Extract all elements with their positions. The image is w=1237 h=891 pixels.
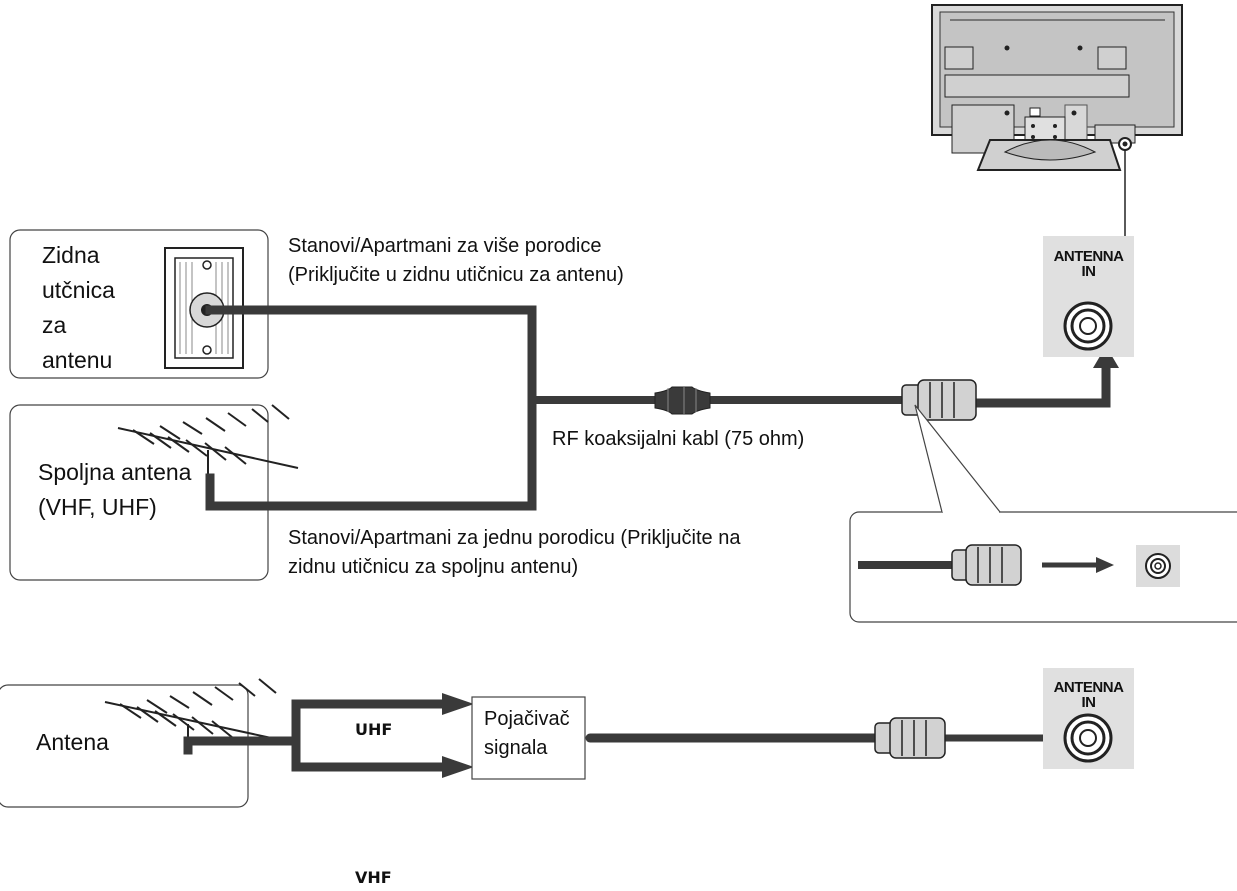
apartments-label-line: Stanovi/Apartmani za više porodice xyxy=(288,235,602,257)
amplifier-box xyxy=(471,696,586,780)
cable-label: RF koaksijalni kabl (75 ohm) xyxy=(552,428,805,450)
wall-outlet-label: Zidna utčnica za antenu xyxy=(42,238,115,378)
coax-connector-bottom xyxy=(874,717,946,759)
outdoor-antenna-label: Spoljna antena (VHF, UHF) xyxy=(38,455,191,525)
outdoor-antenna-box xyxy=(9,404,269,581)
ferrite-core xyxy=(654,386,711,415)
outdoor-antenna-label-line: Spoljna antena xyxy=(38,459,192,485)
antenna-in-label-bottom: ANTENNA IN xyxy=(1043,680,1134,710)
signal-split-cables xyxy=(183,699,451,772)
apartments-label: Stanovi/Apartmani za više porodice (Prik… xyxy=(288,232,624,290)
amplifier-label-line: Pojačivač xyxy=(484,708,570,730)
antenna-in-label-line: IN xyxy=(1081,263,1097,280)
antenna-icon-bottom xyxy=(104,678,291,750)
antenna-in-label-line: ANTENNA xyxy=(1053,679,1124,696)
wall-outlet-label-line: antenu xyxy=(42,347,113,373)
tv-back-illustration xyxy=(931,4,1183,240)
single-family-label: Stanovi/Apartmani za jednu porodicu (Pri… xyxy=(288,524,740,582)
connector-detail-callout xyxy=(849,404,1237,623)
antenna-box-bottom xyxy=(0,684,249,808)
antenna-label: Antena xyxy=(36,729,109,755)
antenna-in-label-line: ANTENNA xyxy=(1053,248,1124,265)
uhf-arrow xyxy=(442,693,474,715)
antenna-in-label-top: ANTENNA IN xyxy=(1043,249,1134,279)
amplifier-label-line: signala xyxy=(484,737,548,759)
vhf-label: VHF xyxy=(355,868,392,887)
antenna-in-label-line: IN xyxy=(1081,694,1097,711)
apartments-label-line: (Priključite u zidnu utičnicu za antenu) xyxy=(288,264,624,286)
outdoor-antenna-icon xyxy=(117,404,299,478)
antenna-jack-bottom xyxy=(1063,713,1113,763)
uhf-label: UHF xyxy=(355,720,393,739)
wall-outlet-label-line: Zidna xyxy=(42,242,100,268)
coax-connector-top xyxy=(901,379,977,421)
antenna-jack-top xyxy=(1063,301,1113,351)
wall-outlet-label-line: utčnica xyxy=(42,277,115,303)
outdoor-antenna-label-line: (VHF, UHF) xyxy=(38,494,157,520)
wall-outlet-label-line: za xyxy=(42,312,67,338)
coax-cables-top xyxy=(205,305,1111,511)
single-family-label-line: Stanovi/Apartmani za jednu porodicu (Pri… xyxy=(288,527,741,549)
vhf-arrow xyxy=(442,756,474,778)
amplifier-label: Pojačivač signala xyxy=(484,705,570,763)
single-family-label-line: zidnu utičnicu za spoljnu antenu) xyxy=(288,556,579,578)
